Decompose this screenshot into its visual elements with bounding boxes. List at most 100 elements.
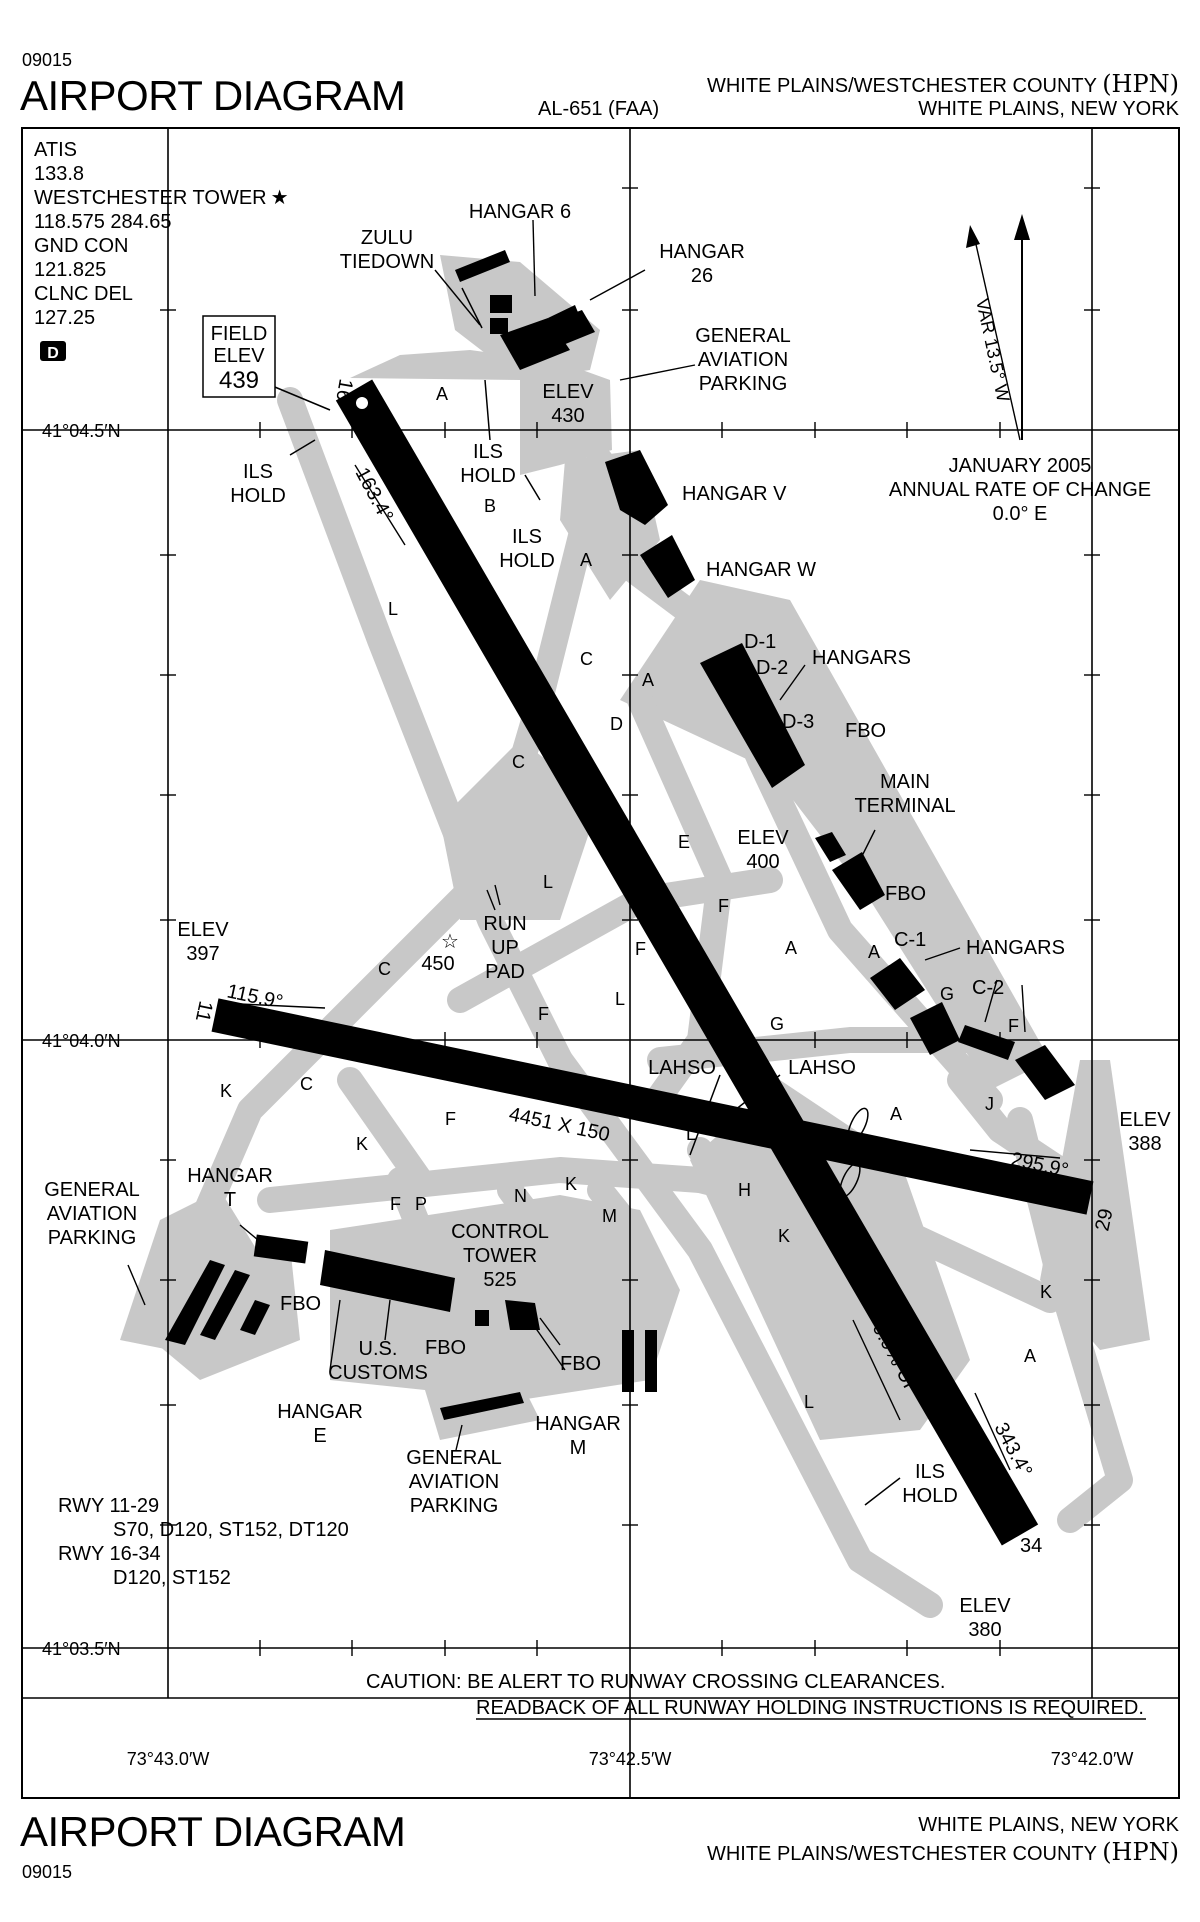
ga-south-label-1: GENERAL (406, 1447, 502, 1469)
ga-west-label-1: GENERAL (44, 1179, 140, 1201)
lahso-label-2: LAHSO (788, 1057, 856, 1079)
lat-label-2: 41°04.0′N (42, 1031, 121, 1051)
taxiway-label-f-6: F (1008, 1016, 1019, 1036)
zulu-label-2: TIEDOWN (340, 251, 434, 273)
south-hangar-1 (622, 1330, 634, 1392)
taxiway-label-g-2: G (940, 984, 954, 1004)
west-hangar-3 (240, 1300, 270, 1335)
taxiway-label-n: N (514, 1186, 527, 1206)
taxiway-n (497, 1177, 553, 1243)
grid-ticks (160, 187, 1100, 1656)
taxiway-label-f-2: F (635, 939, 646, 959)
taxiway-m (587, 1177, 653, 1253)
footer-title: AIRPORT DIAGRAM (20, 1808, 406, 1855)
us-customs-label-1: U.S. (359, 1338, 398, 1360)
taxiway-k-west (257, 1157, 713, 1213)
atis-label: ATIS (34, 139, 77, 161)
variation-label: VAR 13.5° W (972, 297, 1013, 404)
taxiway-label-k-5: K (1040, 1282, 1052, 1302)
taxiway-c-south (142, 857, 503, 1343)
taxiway-label-m: M (602, 1206, 617, 1226)
north-apron (350, 350, 612, 475)
control-tower-bldg (475, 1310, 489, 1326)
ils-hold-label-3a: ILS (512, 526, 542, 548)
page-title: AIRPORT DIAGRAM (20, 72, 406, 119)
runway-11-29 (211, 998, 1094, 1215)
taxiway-label-a-3: A (642, 670, 654, 690)
taxiway-label-b: B (484, 496, 496, 516)
taxiway-label-c-1: C (580, 649, 593, 669)
west-hangar-2 (200, 1270, 250, 1340)
field-elev-line2: ELEV (213, 345, 265, 367)
caution-line-1: CAUTION: BE ALERT TO RUNWAY CROSSING CLE… (366, 1671, 945, 1693)
fbo-label-3: FBO (280, 1293, 321, 1315)
ga-north-label-3: PARKING (699, 373, 788, 395)
ga-north-label-2: AVIATION (698, 349, 788, 371)
runup-pad-label-2: UP (491, 937, 519, 959)
taxiway-label-a-6: A (890, 1104, 902, 1124)
taxiway-label-l-5: L (804, 1392, 814, 1412)
taxiway-label-a-2: A (580, 550, 592, 570)
hangar-c2 (958, 1025, 1015, 1060)
ils-hold-label-4b: HOLD (902, 1485, 958, 1507)
ga-north-label-1: GENERAL (695, 325, 791, 347)
taxiway-d-e (627, 687, 733, 1123)
taxiway-label-l-4: L (686, 1124, 696, 1144)
field-elev-value: 439 (219, 367, 259, 394)
hangar-26 (550, 310, 595, 345)
footer-city-state: WHITE PLAINS, NEW YORK (918, 1814, 1179, 1836)
fbo-label-4: FBO (425, 1337, 466, 1359)
hangar-c1 (870, 958, 925, 1010)
elev-430-label: ELEV (542, 381, 594, 403)
taxiway-label-k-2: K (356, 1134, 368, 1154)
runup-elev: 450 (421, 953, 454, 975)
ils-hold-label-2a: ILS (473, 441, 503, 463)
footer-airport-name: WHITE PLAINS/WESTCHESTER COUNTY (706, 1843, 1097, 1865)
hangar-26-label-2: 26 (691, 265, 713, 287)
taxiway-label-a-1: A (436, 384, 448, 404)
clnc-freq: 127.25 (34, 307, 95, 329)
long-label-3: 73°42.0′W (1051, 1749, 1134, 1769)
west-hangar-1 (165, 1260, 225, 1345)
gnd-label: GND CON (34, 235, 128, 257)
taxiway-label-c-3: C (378, 959, 391, 979)
runways-layer (211, 379, 1094, 1546)
tower-freq: 118.575 284.65 (34, 211, 172, 233)
hangar-26-label-1: HANGAR (659, 241, 745, 263)
taxiway-label-c-4: C (300, 1074, 313, 1094)
ga-south-label-3: PARKING (410, 1495, 499, 1517)
ils-hold-label-2b: HOLD (460, 465, 516, 487)
runway-16-number: 16 (331, 377, 357, 403)
taxiway-label-k-4: K (778, 1226, 790, 1246)
buildings-layer (165, 250, 1075, 1420)
taxiway-label-p: P (415, 1194, 427, 1214)
ils-hold-label-4a: ILS (915, 1461, 945, 1483)
taxiway-label-l-2: L (543, 872, 553, 892)
atis-freq: 133.8 (34, 163, 84, 185)
rwy-strength-2-values: D120, ST152 (113, 1567, 231, 1589)
ga-west-label-2: AVIATION (47, 1203, 137, 1225)
south-hangar-2 (645, 1330, 657, 1392)
ga-west-label-3: PARKING (48, 1227, 137, 1249)
hangar-6 (500, 318, 570, 370)
diagram-frame (21, 127, 1180, 1799)
taxiway-label-a-4: A (785, 938, 797, 958)
elev-380-value: 380 (968, 1619, 1001, 1641)
terminal-bldg-1 (815, 832, 846, 862)
taxiway-label-a-7: A (1024, 1346, 1036, 1366)
fbo-label-5: FBO (560, 1353, 601, 1375)
north-arrows (966, 214, 1030, 441)
hangar-m-label-2: M (570, 1437, 587, 1459)
rwy-strength-1: RWY 11-29 (58, 1495, 159, 1517)
runup-pad-label-3: PAD (485, 961, 525, 983)
variation-note-2: ANNUAL RATE OF CHANGE (889, 479, 1151, 501)
magnetic-north-arrowhead (966, 225, 980, 248)
runway-16-34 (335, 379, 1039, 1546)
elev-397-label: ELEV (177, 919, 229, 941)
hangar-m (505, 1300, 540, 1330)
us-customs-label-2: CUSTOMS (328, 1362, 428, 1384)
airspace-d-badge (40, 341, 66, 361)
long-label-1: 73°43.0′W (127, 1749, 210, 1769)
lat-label-3: 41°03.5′N (42, 1639, 121, 1659)
